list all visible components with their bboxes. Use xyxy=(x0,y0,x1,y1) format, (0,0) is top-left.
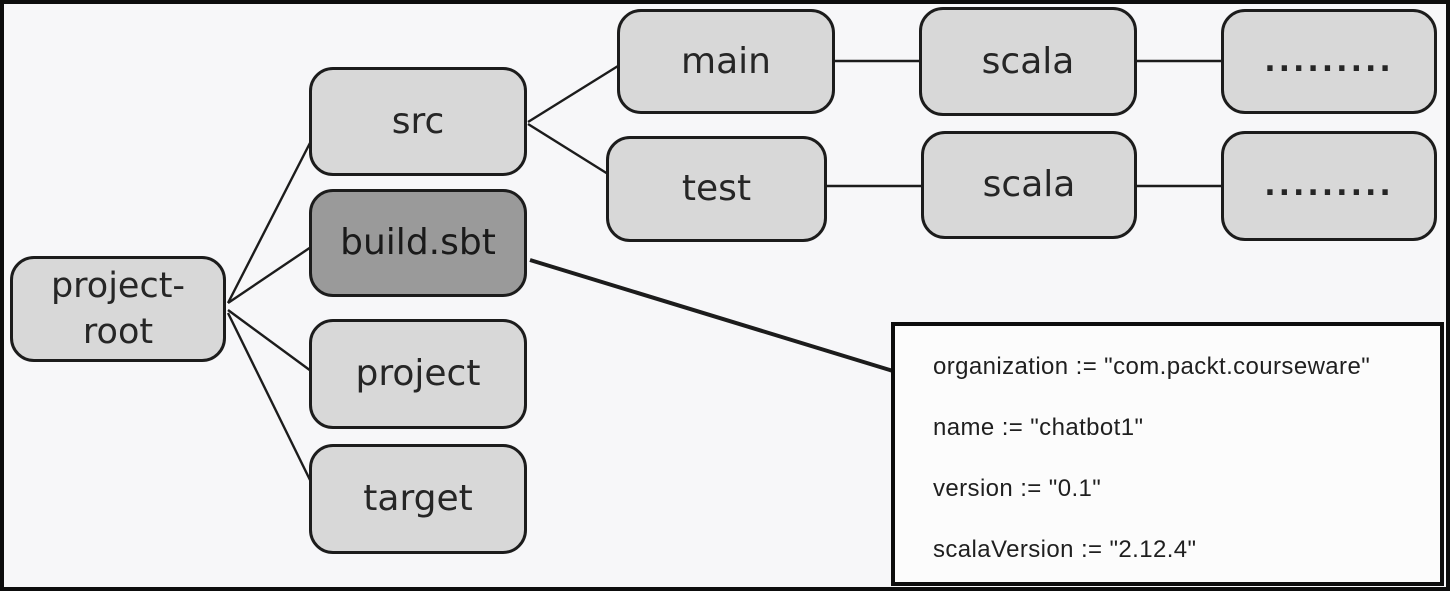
code-line-organization: organization := "com.packt.courseware" xyxy=(933,353,1371,380)
node-target-label: target xyxy=(363,478,473,520)
node-build-sbt-label: build.sbt xyxy=(340,222,496,264)
edge-root-project xyxy=(227,309,312,372)
node-project-root-label: project-root xyxy=(50,265,186,352)
edge-src-main xyxy=(527,64,619,124)
edge-buildsbt-codebox xyxy=(529,258,894,373)
node-scala-test-label: scala xyxy=(982,164,1076,206)
node-src: src xyxy=(309,67,527,176)
node-ellipsis-test-label: ......... xyxy=(1264,168,1394,204)
node-ellipsis-main: ......... xyxy=(1221,9,1437,114)
edge-root-target xyxy=(226,312,313,483)
node-scala-test: scala xyxy=(921,131,1137,239)
node-project: project xyxy=(309,319,527,429)
build-sbt-code-box: organization := "com.packt.courseware" n… xyxy=(891,322,1444,586)
node-main-label: main xyxy=(681,40,771,82)
connector-lines xyxy=(226,59,1223,483)
node-ellipsis-test: ......... xyxy=(1221,131,1437,241)
node-build-sbt: build.sbt xyxy=(309,189,527,297)
edge-root-buildsbt xyxy=(227,246,312,304)
edge-root-src xyxy=(226,140,313,304)
node-scala-main: scala xyxy=(919,7,1137,116)
node-src-label: src xyxy=(391,100,445,142)
node-target: target xyxy=(309,444,527,554)
edge-src-test xyxy=(527,122,609,176)
node-main: main xyxy=(617,9,835,114)
node-test: test xyxy=(606,136,827,242)
node-ellipsis-main-label: ......... xyxy=(1264,43,1394,79)
code-line-scalaversion: scalaVersion := "2.12.4" xyxy=(933,536,1197,563)
node-scala-main-label: scala xyxy=(981,40,1075,82)
code-line-name: name := "chatbot1" xyxy=(933,414,1144,441)
node-test-label: test xyxy=(681,168,752,210)
node-project-root: project-root xyxy=(10,256,226,362)
code-line-version: version := "0.1" xyxy=(933,475,1102,502)
node-project-label: project xyxy=(355,353,481,395)
